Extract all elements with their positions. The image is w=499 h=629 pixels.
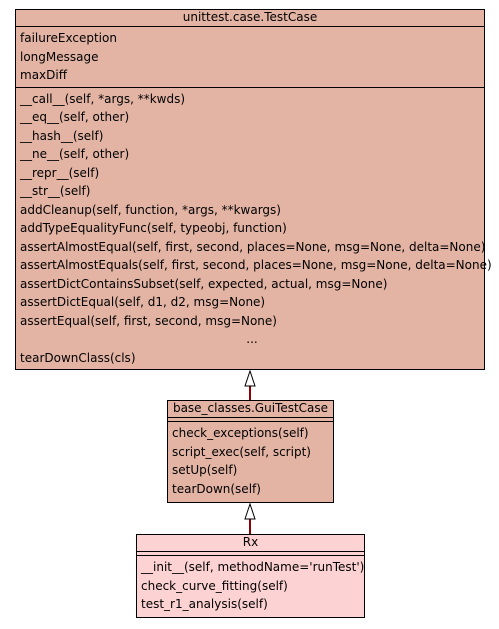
method: assertEqual(self, first, second, msg=Non… — [20, 313, 277, 328]
attributes-section — [168, 418, 333, 422]
method: __repr__(self) — [20, 165, 100, 180]
method: addTypeEqualityFunc(self, typeobj, funct… — [20, 221, 287, 235]
method: __eq__(self, other) — [20, 110, 130, 124]
attribute: maxDiff — [20, 68, 67, 82]
method: assertAlmostEqual(self, first, second, p… — [20, 239, 486, 254]
methods-section: check_exceptions(self) script_exec(self,… — [168, 422, 333, 500]
attributes-section — [137, 552, 364, 556]
method: __init__(self, methodName='runTest') — [141, 560, 365, 574]
method: __str__(self) — [20, 184, 91, 198]
method: __ne__(self, other) — [20, 147, 130, 161]
method: assertAlmostEquals(self, first, second, … — [20, 258, 492, 272]
method: assertDictEqual(self, d1, d2, msg=None) — [20, 295, 266, 309]
inheritance-arrow-guitestcase-to-testcase — [244, 369, 256, 400]
method: setUp(self) — [172, 463, 238, 477]
method: script_exec(self, script) — [172, 444, 311, 459]
methods-section: __init__(self, methodName='runTest') che… — [137, 556, 364, 616]
inheritance-arrow-rx-to-guitestcase — [244, 502, 256, 534]
method: check_exceptions(self) — [172, 426, 309, 440]
ellipsis: ... — [246, 332, 258, 346]
method: __hash__(self) — [20, 128, 104, 143]
method: __call__(self, *args, **kwds) — [20, 91, 186, 106]
attributes-section: failureException longMessage maxDiff — [16, 27, 484, 88]
method: addCleanup(self, function, *args, **kwar… — [20, 202, 281, 217]
class-box-guitestcase[interactable]: base_classes.GuiTestCase check_exception… — [167, 400, 334, 503]
attribute: longMessage — [20, 49, 99, 64]
method: tearDown(self) — [172, 481, 261, 496]
methods-section: __call__(self, *args, **kwds) __eq__(sel… — [16, 88, 492, 370]
class-box-rx[interactable]: Rx __init__(self, methodName='runTest') … — [136, 534, 365, 618]
class-name: base_classes.GuiTestCase — [168, 401, 333, 418]
class-name: unittest.case.TestCase — [16, 10, 484, 27]
class-name: Rx — [137, 535, 364, 552]
attribute: failureException — [20, 31, 117, 45]
method: assertDictContainsSubset(self, expected,… — [20, 276, 388, 291]
class-box-testcase[interactable]: unittest.case.TestCase failureException … — [15, 9, 492, 370]
method: tearDownClass(cls) — [20, 350, 136, 365]
method: check_curve_fitting(self) — [141, 578, 288, 593]
method: test_r1_analysis(self) — [141, 597, 268, 611]
